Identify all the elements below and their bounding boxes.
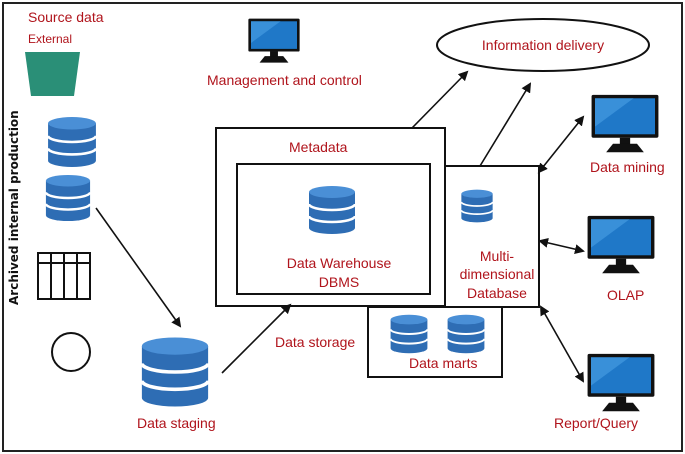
metadata-label: Metadata bbox=[289, 139, 348, 155]
dbms-label: DBMS bbox=[319, 274, 359, 290]
data-mart-database-icon-1 bbox=[389, 314, 429, 354]
arrow-staging-to-warehouse bbox=[221, 303, 292, 374]
data-warehouse-database-icon bbox=[307, 184, 357, 236]
olap-label: OLAP bbox=[607, 287, 644, 303]
arrow-multidim-to-information-delivery bbox=[479, 82, 532, 167]
archived-internal-production-label: Archived internal production bbox=[7, 110, 21, 305]
arrow-report-query bbox=[540, 305, 584, 383]
data-warehouse-label: Data Warehouse bbox=[287, 255, 392, 271]
multidimensional-label-3: Database bbox=[467, 285, 527, 301]
olap-monitor-icon bbox=[587, 215, 655, 274]
data-warehouse-dbms-box bbox=[236, 163, 431, 295]
source-data-label: Source data bbox=[28, 9, 104, 25]
data-staging-database-icon bbox=[142, 337, 208, 406]
external-source-icon bbox=[25, 52, 80, 96]
multidimensional-database-icon bbox=[460, 188, 494, 224]
data-marts-box bbox=[367, 306, 503, 378]
table-icon bbox=[37, 252, 91, 300]
data-staging-label: Data staging bbox=[137, 415, 216, 431]
multidimensional-label-1: Multi- bbox=[480, 248, 515, 264]
information-delivery-ellipse bbox=[436, 18, 650, 72]
data-mining-label: Data mining bbox=[590, 159, 665, 175]
data-mining-monitor-icon bbox=[591, 94, 659, 153]
source-database-icon-1 bbox=[46, 116, 98, 168]
report-query-monitor-icon bbox=[587, 353, 655, 412]
data-storage-label: Data storage bbox=[275, 334, 355, 350]
management-monitor-icon bbox=[248, 18, 300, 63]
arrow-metadata-to-information-delivery bbox=[411, 70, 469, 129]
multidimensional-label-2: dimensional bbox=[460, 266, 535, 282]
arrow-sources-to-staging bbox=[95, 207, 182, 328]
data-mart-database-icon-2 bbox=[446, 314, 486, 354]
report-query-label: Report/Query bbox=[554, 415, 638, 431]
arrow-data-mining bbox=[537, 115, 585, 174]
external-label: External bbox=[28, 32, 72, 46]
source-database-icon-2 bbox=[44, 174, 92, 222]
data-marts-label: Data marts bbox=[409, 355, 477, 371]
arrow-olap bbox=[538, 237, 585, 255]
circle-icon bbox=[51, 332, 91, 372]
information-delivery-label: Information delivery bbox=[482, 37, 604, 53]
management-and-control-label: Management and control bbox=[207, 72, 362, 88]
